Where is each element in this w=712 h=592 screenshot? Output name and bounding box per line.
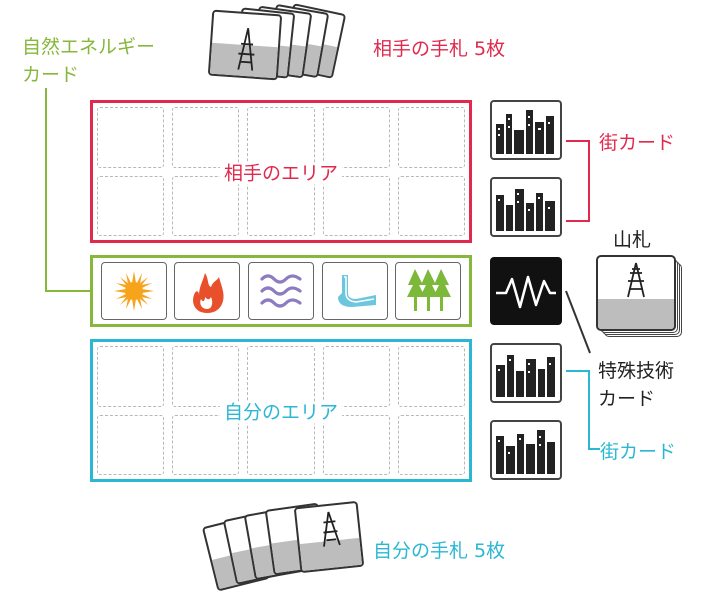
my-hand [201, 500, 375, 592]
card-slot[interactable] [172, 175, 240, 236]
deck-label: 山札 [613, 229, 652, 251]
energy-card-wind[interactable] [247, 262, 314, 320]
card-slot[interactable] [322, 414, 390, 475]
special-tech-label: 特殊技術 [598, 360, 675, 382]
town-card[interactable] [490, 177, 562, 237]
hand-card[interactable] [207, 9, 283, 81]
natural-energy-label-line2: カード [22, 64, 80, 86]
energy-card-water[interactable] [321, 262, 388, 320]
fire-icon [193, 273, 224, 313]
waveform-icon [496, 275, 556, 309]
power-tower-icon [237, 27, 255, 71]
town-card[interactable] [490, 420, 562, 480]
power-tower-icon [323, 511, 341, 547]
water-icon [337, 275, 376, 307]
card-slot[interactable] [97, 107, 165, 168]
my-hand-label: 自分の手札 5枚 [373, 540, 506, 562]
energy-row [90, 255, 472, 327]
card-slot[interactable] [172, 346, 240, 407]
card-slot[interactable] [247, 346, 315, 407]
town-card-label-opponent: 街カード [599, 132, 676, 154]
card-slot[interactable] [172, 414, 240, 475]
energy-card-forest[interactable] [395, 262, 462, 320]
card-slot[interactable] [172, 107, 240, 168]
town-card[interactable] [490, 100, 562, 160]
card-slot[interactable] [397, 107, 465, 168]
card-slot[interactable] [397, 175, 465, 236]
wind-icon [260, 274, 302, 308]
deck-pile[interactable] [596, 255, 688, 339]
hand-card[interactable] [293, 500, 365, 574]
sun-icon [113, 271, 154, 311]
city-icon [496, 110, 554, 154]
forest-icon [407, 269, 452, 311]
card-slot[interactable] [247, 175, 315, 236]
card-slot[interactable] [322, 107, 390, 168]
card-slot[interactable] [97, 175, 165, 236]
energy-card-sun[interactable] [100, 262, 167, 320]
natural-energy-label: 自然エネルギー [22, 36, 156, 58]
energy-card-fire[interactable] [174, 262, 241, 320]
opponent-area[interactable]: 相手のエリア [90, 100, 472, 243]
card-slot[interactable] [322, 175, 390, 236]
city-icon [496, 355, 555, 397]
city-icon [496, 430, 555, 474]
card-slot[interactable] [397, 346, 465, 407]
my-area[interactable]: 自分のエリア [90, 339, 472, 482]
special-tech-card[interactable] [490, 257, 562, 325]
town-card[interactable] [490, 343, 562, 403]
opponent-hand [206, 3, 366, 84]
card-slot[interactable] [97, 346, 165, 407]
card-slot[interactable] [397, 414, 465, 475]
card-slot[interactable] [322, 346, 390, 407]
card-slot[interactable] [247, 107, 315, 168]
city-icon [496, 189, 555, 231]
special-tech-label-line2: カード [598, 388, 656, 410]
opponent-hand-label: 相手の手札 5枚 [373, 38, 506, 60]
card-slot[interactable] [247, 414, 315, 475]
town-card-label-self: 街カード [600, 441, 677, 463]
power-tower-icon [627, 262, 645, 298]
card-slot[interactable] [97, 414, 165, 475]
